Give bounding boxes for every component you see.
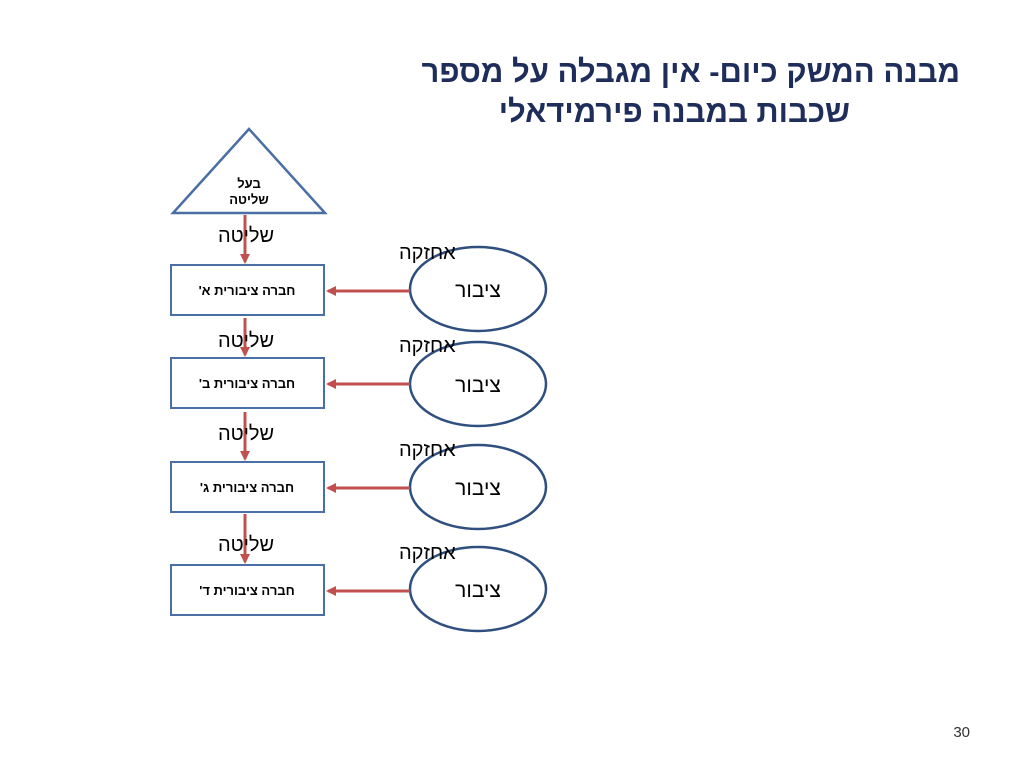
public-company-label: חברה ציבורית ב' [199,376,295,391]
control-label: שליטה [218,423,274,445]
public-shareholders-label: ציבור [455,477,501,500]
control-label: שליטה [218,225,274,247]
public-company-label: חברה ציבורית ג' [200,480,294,495]
public-shareholders-ellipse [408,245,548,333]
slide-title: מבנה המשק כיום- אין מגבלה על מספר שכבות … [200,52,960,132]
page-number: 30 [953,724,970,741]
control-label: שליטה [218,534,274,556]
control-label: שליטה [218,330,274,352]
public-shareholders-ellipse [408,545,548,633]
public-company-box [170,264,325,316]
holding-label: אחזקה [399,242,456,264]
public-company-box [170,357,325,409]
slide-title-line-1: מבנה המשק כיום- אין מגבלה על מספר [421,54,960,89]
public-company-label: חברה ציבורית ד' [199,583,295,598]
public-shareholders-label: ציבור [455,579,501,602]
holding-label: אחזקה [399,542,456,564]
slide-title-line-2: שכבות במבנה פירמידאלי [498,94,850,129]
public-company-box [170,564,325,616]
public-company-box [170,461,325,513]
controlling-owner-label-line-2: שליטה [229,192,269,207]
controlling-owner-triangle [170,127,328,215]
holding-label: אחזקה [399,439,456,461]
public-shareholders-label: ציבור [455,279,501,302]
controlling-owner-label-line-1: בעל [237,176,261,191]
holding-label: אחזקה [399,335,456,357]
public-shareholders-label: ציבור [455,374,501,397]
public-company-label: חברה ציבורית א' [199,283,296,298]
